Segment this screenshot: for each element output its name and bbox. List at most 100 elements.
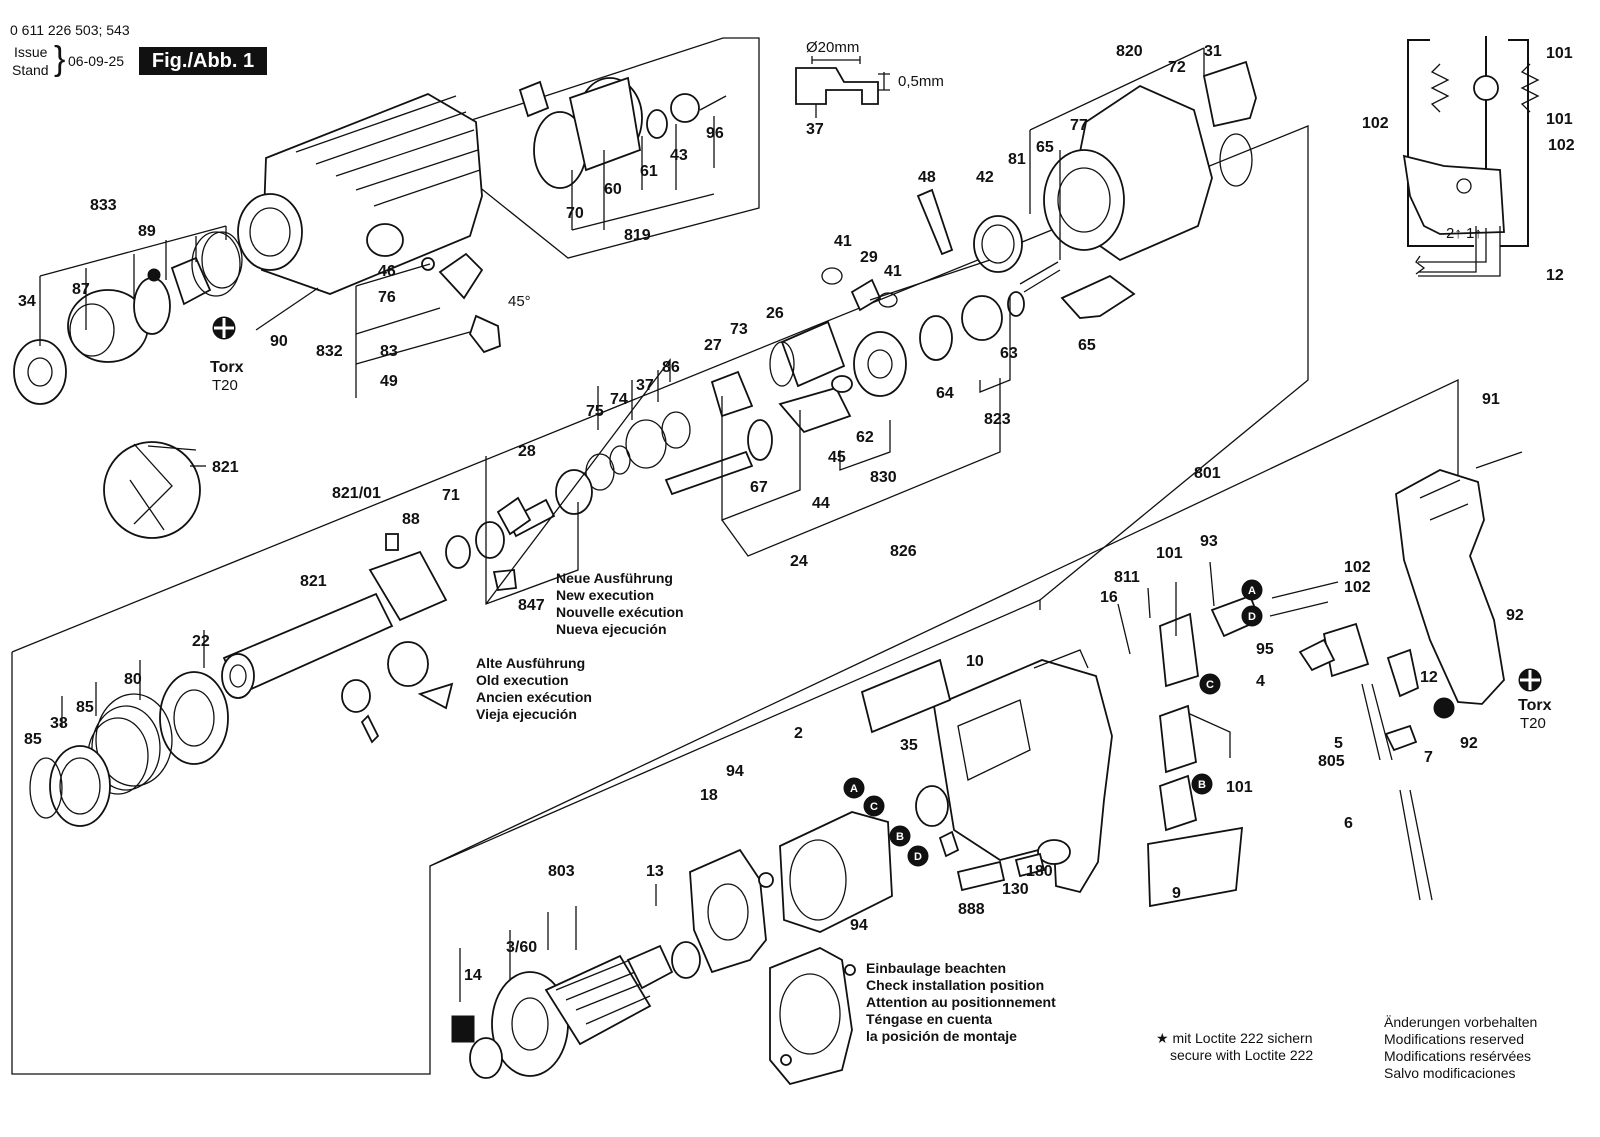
torx-icon [1518, 668, 1542, 692]
part-label: 28 [518, 443, 536, 460]
stator-part [779, 785, 960, 933]
part-label: 71 [442, 487, 460, 504]
part-label: 101 [1156, 545, 1183, 562]
part-label: 62 [856, 429, 874, 446]
connector-c-label: C [870, 801, 878, 813]
part-label: 29 [860, 249, 878, 266]
part-label: 64 [936, 385, 954, 402]
part-label: 102 [1344, 579, 1371, 596]
part-label: 801 [1194, 465, 1221, 482]
part-label: 2 [794, 725, 803, 742]
detail-circle [103, 441, 206, 539]
part-label: 49 [380, 373, 398, 390]
angle-label: 45° [508, 293, 531, 310]
part-label: 75 [586, 403, 604, 420]
leader-lines [39, 47, 1215, 1002]
gear-housing-part [1019, 60, 1257, 319]
part-label: 18 [700, 787, 718, 804]
torx-size: T20 [1520, 715, 1546, 732]
part-label: 37 [806, 121, 824, 138]
part-label: 92 [1506, 607, 1524, 624]
part-label: 41 [834, 233, 852, 250]
part-label: 96 [706, 125, 724, 142]
part-label: 26 [766, 305, 784, 322]
rear-handle-part [1395, 451, 1523, 705]
issue-date: 06-09-25 [68, 53, 125, 69]
torx-size: T20 [212, 377, 238, 394]
old-execution-parts [341, 641, 454, 744]
part-label: 823 [984, 411, 1011, 428]
part-label: 65 [1036, 139, 1054, 156]
part-label: 847 [518, 597, 545, 614]
switch-parts [1269, 581, 1455, 901]
part-label: 832 [316, 343, 343, 360]
part-label: 820 [1116, 43, 1143, 60]
part-label: 34 [18, 293, 36, 310]
connector-d-label: D [914, 851, 922, 863]
part-label: 3/60 [506, 939, 537, 956]
part-label: 821 [300, 573, 327, 590]
part-label: 93 [1200, 533, 1218, 550]
part-label: 77 [1070, 117, 1088, 134]
part-label: 95 [1256, 641, 1274, 658]
part-label: 102 [1344, 559, 1371, 576]
rating-plate-part [860, 658, 1244, 908]
part-label: 85 [24, 731, 42, 748]
part-label: 63 [1000, 345, 1018, 362]
fan-baffle-part [689, 848, 774, 974]
motor-housing-part [932, 649, 1113, 894]
torx-label: Torx [1518, 697, 1552, 714]
part-label: 130 [1002, 881, 1029, 898]
part-label: 6 [1344, 815, 1353, 832]
part-label: 830 [870, 469, 897, 486]
part-label: 12 [1546, 267, 1564, 284]
part-label: 5 [1334, 735, 1343, 752]
part-label: 42 [976, 169, 994, 186]
part-label: 60 [604, 181, 622, 198]
part-label: 833 [90, 197, 117, 214]
part-label: 888 [958, 901, 985, 918]
terminal-label: 2↑ 1↑ [1446, 225, 1482, 242]
part-label: 44 [812, 495, 830, 512]
part-label: 72 [1168, 59, 1186, 76]
part-label: 87 [72, 281, 90, 298]
part-label: 12 [1420, 669, 1438, 686]
figure-badge: Fig./Abb. 1 [139, 47, 267, 75]
part-label: 70 [566, 205, 584, 222]
part-label: 61 [640, 163, 658, 180]
installation-detail [769, 947, 856, 1086]
part-label: 67 [750, 479, 768, 496]
part-label: 16 [1100, 589, 1118, 606]
part-label: 7 [1424, 749, 1433, 766]
part-label: 65 [1078, 337, 1096, 354]
part-label: 83 [380, 343, 398, 360]
connector-b-label: B [1198, 779, 1206, 791]
connector-b-label: B [896, 831, 904, 843]
part-label: 27 [704, 337, 722, 354]
part-label: 74 [610, 391, 628, 408]
frame-lines [11, 37, 1459, 1075]
part-label: 45 [828, 449, 846, 466]
torx-label: Torx [210, 359, 244, 376]
part-label: 826 [890, 543, 917, 560]
part-label: 37 [636, 377, 654, 394]
part-label: 88 [402, 511, 420, 528]
note-loctite: ★ mit Loctite 222 sichern secure with Lo… [1156, 1030, 1314, 1063]
dimension-diameter: Ø20mm [806, 39, 859, 56]
part-label: 4 [1256, 673, 1265, 690]
part-number-labels: 833 87 34 89 90 46 76 832 83 49 70 60 61… [18, 43, 1575, 984]
part-number: 0 611 226 503; 543 [10, 22, 130, 38]
part-label: 805 [1318, 753, 1345, 770]
part-label: 89 [138, 223, 156, 240]
issue-label: Issue [14, 44, 48, 60]
connector-a-label: A [850, 783, 858, 795]
part-label: 803 [548, 863, 575, 880]
dimension-sketch [795, 56, 890, 118]
stand-label: Stand [12, 62, 49, 78]
spindle-part [221, 496, 532, 699]
armature-part [451, 941, 701, 1079]
part-label: 91 [1482, 391, 1500, 408]
part-label: 41 [884, 263, 902, 280]
part-label: 102 [1362, 115, 1389, 132]
